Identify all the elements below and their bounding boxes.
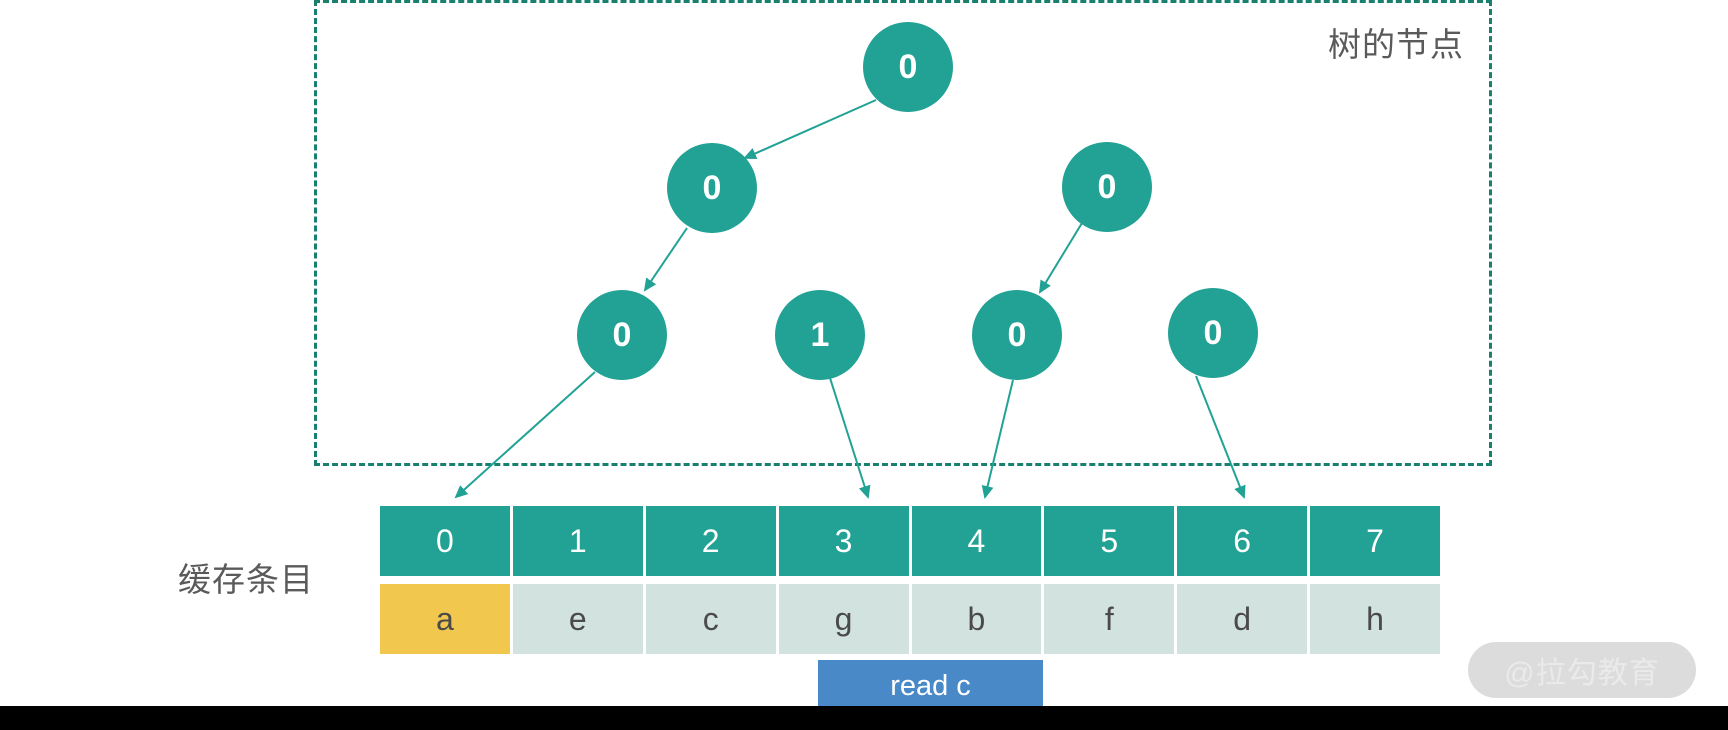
tree-region-top-border — [314, 0, 1492, 3]
read-c-button[interactable]: read c — [818, 660, 1043, 712]
tree-node-n-m2: 1 — [775, 290, 865, 380]
cache-value-cell-2: c — [645, 584, 776, 654]
tree-node-value: 0 — [702, 168, 722, 207]
cache-index-cell-2: 2 — [645, 506, 776, 576]
tree-node-value: 0 — [1097, 167, 1117, 206]
cache-index-cell-7: 7 — [1310, 506, 1440, 576]
tree-node-n-rr2: 0 — [1168, 288, 1258, 378]
cache-index-cell-5: 5 — [1044, 506, 1175, 576]
cache-value-cell-5: f — [1044, 584, 1175, 654]
cache-index-cell-4: 4 — [911, 506, 1042, 576]
tree-node-value: 0 — [1203, 313, 1223, 352]
tree-node-value: 0 — [898, 47, 918, 86]
tree-node-value: 0 — [1007, 315, 1027, 354]
cache-value-cell-6: d — [1177, 584, 1308, 654]
tree-node-n-r2: 0 — [972, 290, 1062, 380]
tree-node-n-l1: 0 — [667, 143, 757, 233]
cache-value-cell-3: g — [778, 584, 909, 654]
tree-node-n-r1: 0 — [1062, 142, 1152, 232]
cache-index-cell-6: 6 — [1177, 506, 1308, 576]
tree-node-value: 1 — [810, 315, 830, 354]
cache-index-cell-3: 3 — [778, 506, 909, 576]
cache-value-cell-1: e — [512, 584, 643, 654]
tree-node-n-root: 0 — [863, 22, 953, 112]
tree-node-value: 0 — [612, 315, 632, 354]
cache-index-cell-1: 1 — [512, 506, 643, 576]
cache-value-cell-4: b — [911, 584, 1042, 654]
tree-node-n-l2: 0 — [577, 290, 667, 380]
cache-index-cell-0: 0 — [380, 506, 510, 576]
tree-region-boundary — [314, 0, 1492, 466]
cache-value-cell-7: h — [1310, 584, 1440, 654]
bottom-black-bar — [0, 706, 1728, 730]
cache-entries-label: 缓存条目 — [178, 561, 314, 598]
cache-value-cell-0: a — [380, 584, 510, 654]
watermark-badge: @拉勾教育 — [1468, 642, 1696, 698]
